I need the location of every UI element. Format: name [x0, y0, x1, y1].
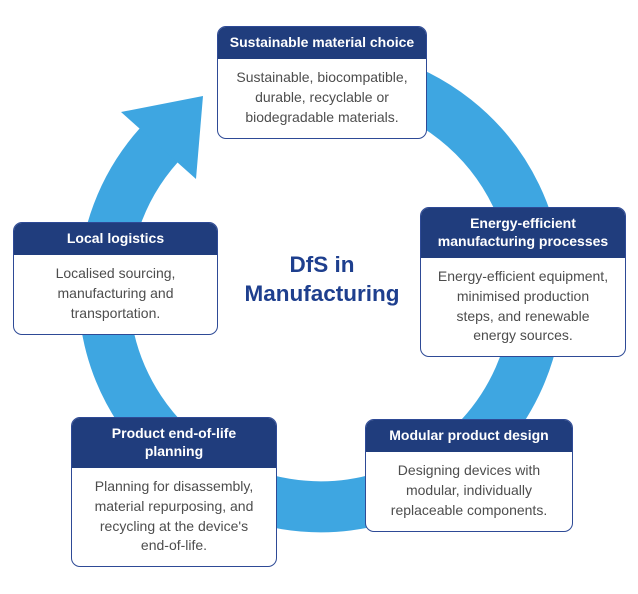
cycle-arrow-head	[121, 96, 203, 179]
card-sustainable-material-choice: Sustainable material choice Sustainable,…	[217, 26, 427, 139]
card-body-product-end-of-life-planning: Planning for disassembly, material repur…	[94, 477, 254, 554]
diagram-title: DfS in Manufacturing	[244, 252, 400, 307]
card-modular-product-design: Modular product design Designing devices…	[365, 419, 573, 532]
card-title-energy-efficient-manufacturing: Energy-efficient manufacturing processes	[421, 208, 625, 258]
card-product-end-of-life-planning: Product end-of-life planning Planning fo…	[71, 417, 277, 568]
card-title-modular-product-design: Modular product design	[366, 420, 572, 452]
card-energy-efficient-manufacturing: Energy-efficient manufacturing processes…	[420, 207, 626, 358]
card-title-local-logistics: Local logistics	[14, 223, 217, 255]
card-local-logistics: Local logistics Localised sourcing, manu…	[13, 222, 218, 335]
card-title-product-end-of-life-planning: Product end-of-life planning	[72, 418, 276, 468]
card-body-energy-efficient-manufacturing: Energy-efficient equipment, minimised pr…	[437, 267, 609, 344]
card-body-modular-product-design: Designing devices with modular, individu…	[390, 461, 548, 518]
card-body-sustainable-material-choice: Sustainable, biocompatible, durable, rec…	[236, 68, 408, 125]
card-body-local-logistics: Localised sourcing, manufacturing and tr…	[55, 264, 176, 321]
card-title-sustainable-material-choice: Sustainable material choice	[218, 27, 426, 59]
